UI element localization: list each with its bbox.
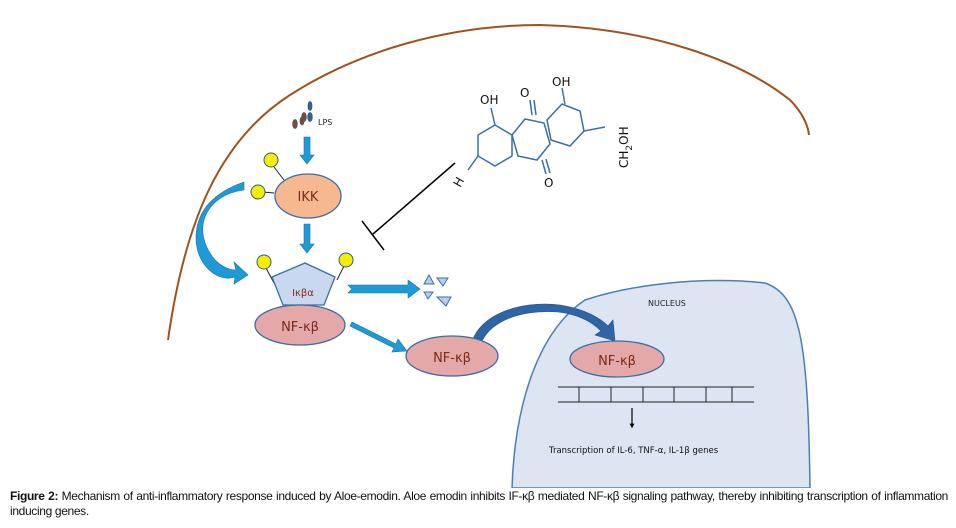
arrow-lps-to-ikk — [299, 136, 315, 165]
transcription-label: Transcription of IL-6, TNF-α, IL-1β gene… — [548, 446, 719, 456]
arrow-ikk-to-ikba — [299, 223, 315, 254]
nfkb-nuclear-label: NF-κβ — [598, 354, 636, 369]
nfkb-nuclear-node — [569, 340, 665, 378]
cell-membrane — [167, 23, 810, 341]
o-top-label: O — [520, 86, 529, 100]
arrow-nfkb-release — [349, 321, 408, 353]
nfkb-label: NF-κβ — [281, 320, 319, 335]
o-bottom-label: O — [544, 176, 553, 190]
lps-molecules — [292, 101, 313, 129]
phosphate-circle — [338, 252, 354, 268]
pathway-diagram: NUCLEUS LPS IKK Iκβα NF-κβ NF-κβ — [167, 23, 811, 488]
phosphate-circle — [256, 254, 272, 270]
nfkb-free-label: NF-κβ — [433, 351, 471, 366]
ikk-label: IKK — [298, 190, 319, 205]
oh-right-label: OH — [552, 75, 570, 89]
phosphate-circle — [250, 184, 266, 200]
nucleus-label: NUCLEUS — [648, 299, 686, 308]
dna-strand — [558, 386, 754, 403]
oh-left-label: OH — [480, 93, 498, 107]
arrow-ikba-degradation — [347, 279, 421, 299]
nfkb-free-node — [405, 335, 499, 377]
aloe-emodin-structure — [467, 87, 606, 175]
arrow-phosphorylation-curve — [195, 181, 249, 285]
figure-label: Figure 2: — [10, 489, 59, 503]
inhibition-line — [361, 162, 456, 251]
lps-label: LPS — [318, 118, 332, 127]
ch2oh-label: CH2OH — [617, 126, 635, 168]
nfkb-node — [254, 304, 346, 346]
h-label: H — [450, 175, 467, 190]
phosphate-circle — [263, 152, 279, 168]
ikba-label: Iκβα — [292, 288, 314, 299]
ikk-node — [274, 173, 342, 219]
caption-text: Mechanism of anti-inflammatory response … — [10, 489, 948, 518]
figure-caption: Figure 2: Mechanism of anti-inflammatory… — [10, 489, 948, 519]
nucleus — [511, 279, 811, 488]
degraded-ikba-fragments — [423, 273, 452, 307]
